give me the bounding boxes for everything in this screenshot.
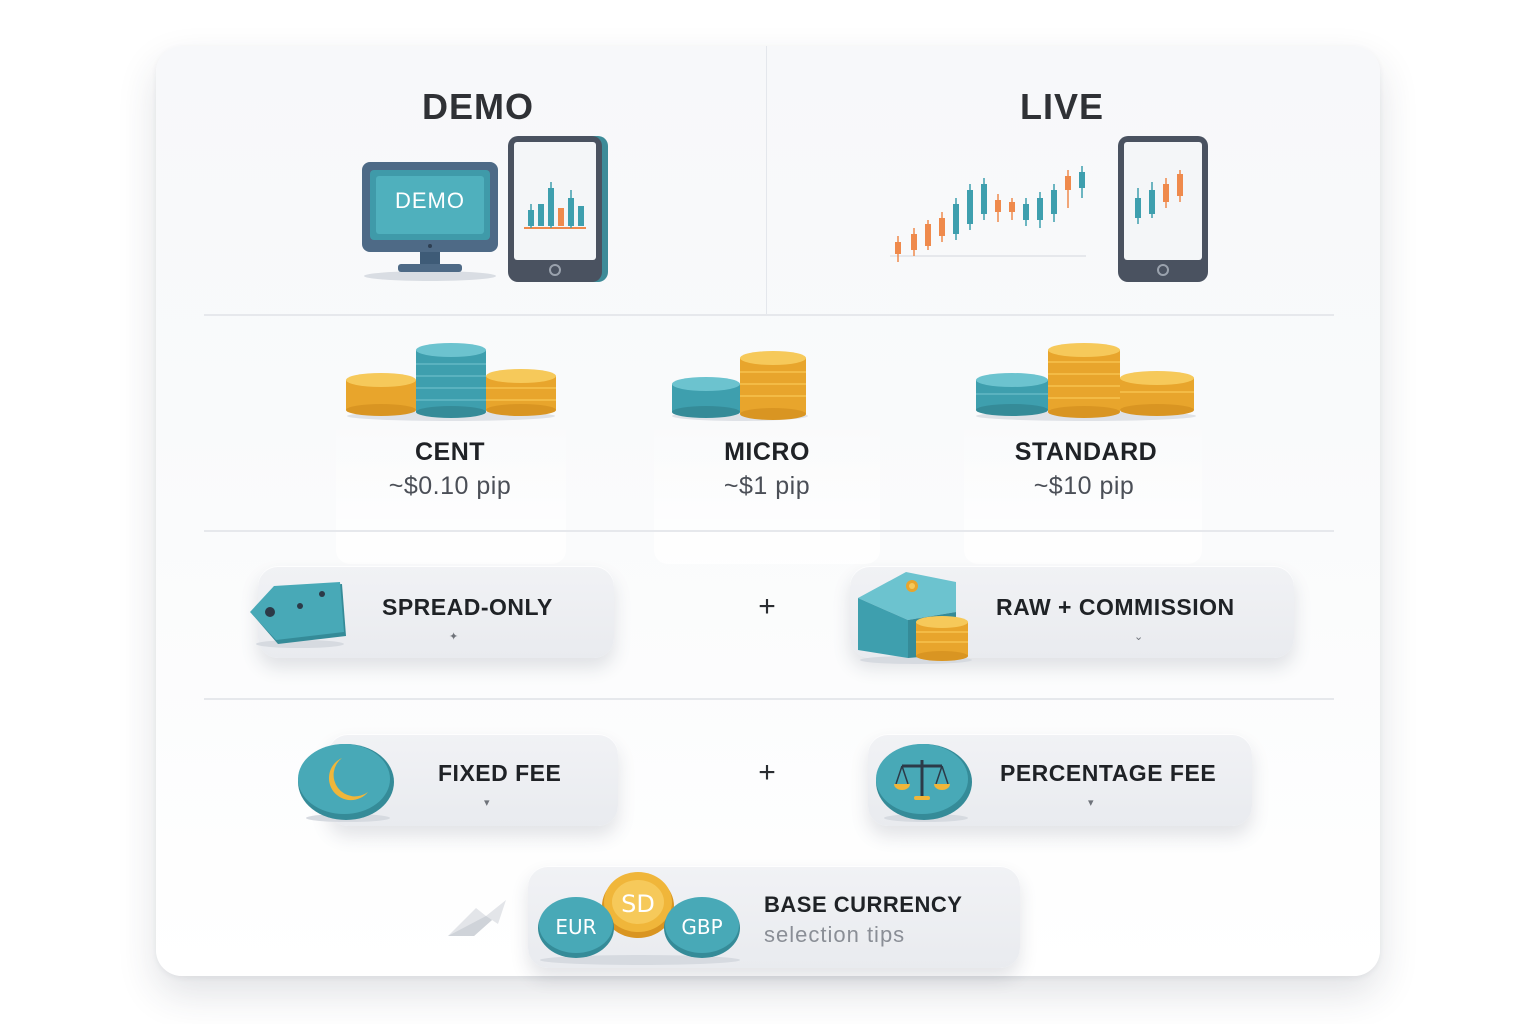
plus-joiner: + [758, 756, 776, 789]
percentage-fee-label: PERCENTAGE FEE [1000, 760, 1217, 786]
tier-pip-standard: ~$10 pip [1033, 472, 1135, 500]
tier-pip-cent: ~$0.10 pip [388, 472, 512, 500]
demo-screen-label: DEMO [395, 188, 465, 213]
spread-only-label: SPREAD-ONLY [382, 594, 553, 620]
chevron-down-icon: ✦ [449, 631, 459, 643]
section-divider [204, 314, 1334, 316]
fixed-fee-label: FIXED FEE [438, 760, 562, 786]
tier-name-standard: STANDARD [1014, 438, 1158, 466]
demo-title: DEMO [422, 86, 534, 127]
section-divider [204, 530, 1334, 532]
comparison-card: DEMO LIVE DEMO [156, 46, 1380, 976]
live-title: LIVE [1019, 86, 1104, 127]
tablet-icon [1118, 134, 1210, 284]
candlestick-chart-icon [1132, 168, 1196, 228]
monitor-icon: DEMO [360, 158, 500, 282]
tier-name-micro: MICRO [724, 438, 810, 466]
coin-stack-icon [670, 350, 810, 422]
tier-card-backdrop [654, 416, 880, 564]
chevron-down-icon: ⌄ [1134, 631, 1144, 643]
scale-icon [874, 742, 974, 822]
base-currency-title: BASE CURRENCY [764, 892, 963, 917]
coin-label-sd: SD [621, 890, 655, 918]
coin-label-gbp: GBP [681, 915, 722, 939]
raw-commission-label: RAW + COMMISSION [996, 594, 1235, 620]
base-currency-subtitle: selection tips [764, 922, 906, 947]
section-divider [204, 698, 1334, 700]
panel-divider [766, 46, 767, 314]
chevron-down-icon: ▾ [484, 797, 490, 809]
coin-stack-icon [344, 342, 558, 422]
currency-coin-icon: SD EUR GBP [536, 870, 746, 966]
coin-stack-icon [856, 568, 974, 664]
tier-name-cent: CENT [414, 438, 486, 466]
candlestick-chart-icon [886, 164, 1116, 270]
coin-label-eur: EUR [555, 915, 596, 939]
plus-joiner: + [758, 590, 776, 623]
tier-card-backdrop [336, 416, 566, 564]
chevron-down-icon: ▾ [1088, 797, 1094, 809]
tier-card-backdrop [964, 416, 1202, 564]
candlestick-chart-icon [520, 174, 590, 234]
tablet-icon [508, 134, 610, 284]
coin-stack-icon [974, 342, 1198, 422]
tier-pip-micro: ~$1 pip [723, 472, 811, 500]
price-tag-icon [248, 580, 348, 650]
moon-icon [296, 742, 396, 822]
arrow-icon [446, 898, 512, 938]
